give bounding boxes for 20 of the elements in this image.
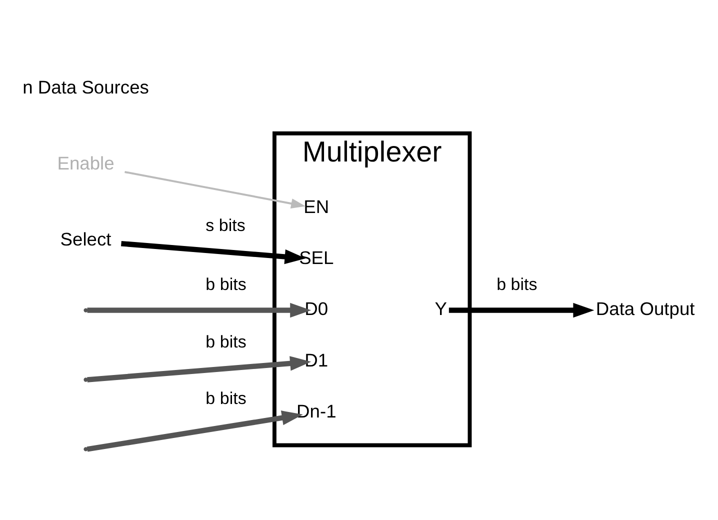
edge-label: b bits [206, 388, 246, 408]
edge-label: b bits [496, 274, 538, 294]
edge-label: s bits [206, 215, 246, 234]
edge-label: b bits [206, 274, 246, 294]
arrow [121, 240, 306, 264]
edge-label: b bits [206, 332, 246, 352]
node-text: EN [304, 195, 330, 216]
arrow [87, 302, 312, 318]
arrow [124, 170, 306, 208]
arrow [87, 356, 312, 382]
node-text: D0 [304, 298, 328, 319]
node-text: Data Output [596, 298, 695, 319]
node-text: Dn-1 [296, 400, 336, 421]
arrow [86, 410, 303, 452]
arrow [448, 302, 594, 318]
node-text: Y [434, 298, 448, 319]
node-text: Select [60, 228, 112, 250]
node-text: Enable [57, 152, 114, 174]
node-text: SEL [299, 246, 334, 268]
label: n Data Sources [22, 76, 149, 98]
